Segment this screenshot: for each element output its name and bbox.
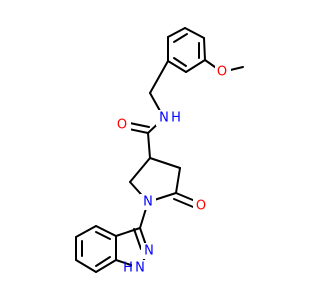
atom-h-amide: H <box>171 111 181 126</box>
atom-o-methoxy: O <box>217 65 227 80</box>
atom-n-indazole-2: N <box>144 244 154 259</box>
atom-h-indazole: H <box>123 261 133 276</box>
molecule-diagram: O N H O N O N N H <box>75 27 244 276</box>
atom-o-amide: O <box>117 118 127 133</box>
atom-labels: O N H O N O N N H <box>115 64 231 276</box>
atom-o-lactam: O <box>196 199 206 214</box>
atom-n-pyrrolidine: N <box>143 195 153 210</box>
atom-n-indazole-1: N <box>135 261 145 276</box>
atom-n-amide: N <box>159 111 169 126</box>
